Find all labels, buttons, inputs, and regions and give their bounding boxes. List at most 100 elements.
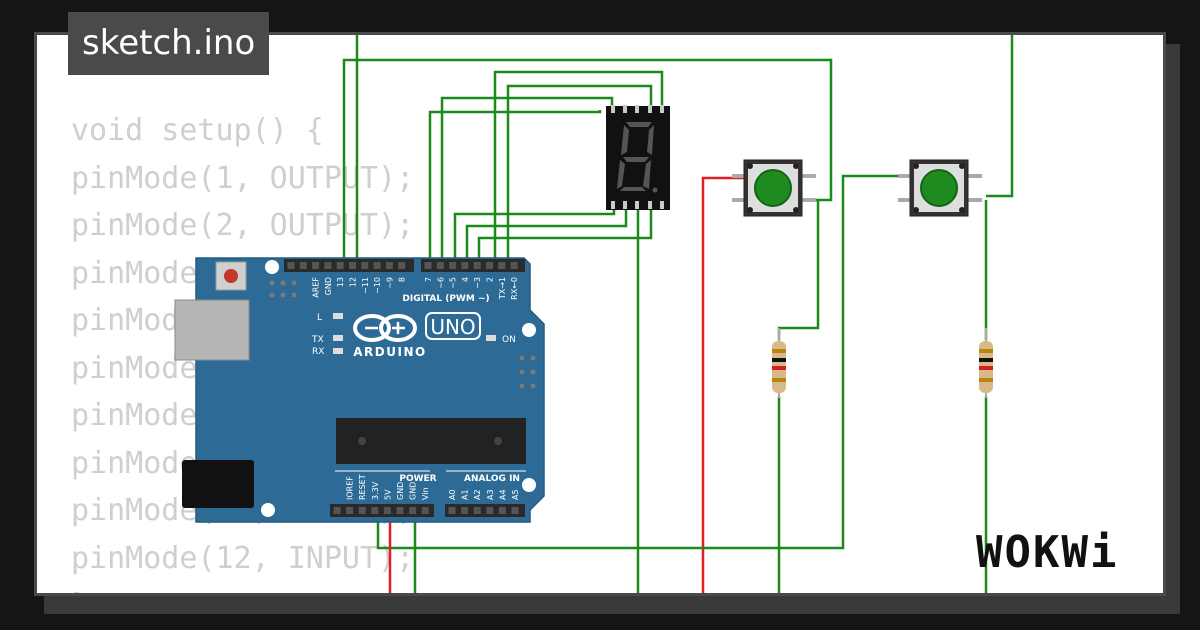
power-header-label: POWER: [399, 474, 436, 484]
resistor-right[interactable]: [979, 328, 993, 398]
header-pin[interactable]: [398, 262, 406, 269]
header-pin[interactable]: [409, 507, 417, 514]
power-pin-label: GND: [409, 482, 418, 500]
header-pin[interactable]: [486, 507, 494, 514]
analog-pin-label: A3: [486, 489, 495, 500]
power-pin-label: 3.3V: [371, 481, 380, 500]
header-pin[interactable]: [333, 507, 341, 514]
analog-pin-label: A0: [448, 489, 457, 500]
header-pin[interactable]: [421, 507, 429, 514]
header-pin[interactable]: [287, 262, 295, 269]
wire-green[interactable]: [440, 96, 614, 265]
digital-pin-label: 2: [486, 277, 495, 282]
digital-pin-label: ~10: [373, 277, 382, 294]
display-digit: 8: [0, 0, 1, 1]
header-pin[interactable]: [511, 507, 519, 514]
digital-pin-label: ~6: [436, 277, 445, 289]
header-pin[interactable]: [510, 262, 518, 269]
file-tab-title[interactable]: sketch.ino: [68, 12, 270, 75]
digital-pin-label: 4: [461, 277, 470, 282]
header-pin[interactable]: [424, 262, 432, 269]
code-line: pinMode(12, INPUT);: [71, 540, 415, 576]
digital-pin-label: 8: [398, 277, 407, 282]
code-line: pinMode(1, OUTPUT);: [71, 160, 415, 196]
digital-header[interactable]: [284, 259, 525, 272]
led-l-label: L: [317, 313, 322, 323]
wire-green[interactable]: [506, 84, 653, 265]
header-pin[interactable]: [473, 507, 481, 514]
digital-pin-label: RX←0: [510, 277, 519, 300]
wire-green[interactable]: [493, 70, 664, 265]
header-pin[interactable]: [346, 507, 354, 514]
wire-green[interactable]: [986, 30, 1014, 198]
digital-pin-label: 7: [424, 277, 433, 282]
header-pin[interactable]: [336, 262, 344, 269]
analog-pin-label: A1: [461, 489, 470, 500]
pushbutton-right[interactable]: [898, 159, 982, 217]
digital-pin-label: ~9: [385, 277, 394, 289]
header-pin[interactable]: [358, 507, 366, 514]
led-on-label: ON: [502, 335, 516, 345]
power-jack: [182, 460, 254, 508]
code-line: }: [71, 588, 89, 593]
seven-segment-display[interactable]: 8: [0, 0, 670, 210]
power-pin-label: Vin: [421, 487, 430, 500]
code-line: void setup() {: [71, 113, 324, 148]
header-pin[interactable]: [486, 262, 493, 269]
analog-pin-label: A4: [498, 489, 507, 500]
wire-green[interactable]: [428, 110, 602, 265]
digital-pin-label: 13: [336, 277, 345, 287]
header-pin[interactable]: [461, 507, 469, 514]
header-pin[interactable]: [373, 262, 381, 269]
analog-header-label: ANALOG IN: [464, 474, 520, 484]
header-pin[interactable]: [396, 507, 404, 514]
header-pin[interactable]: [448, 507, 456, 514]
segments: [617, 122, 658, 193]
wire-green[interactable]: [376, 174, 912, 550]
header-pin[interactable]: [383, 507, 391, 514]
arduino-logo: [353, 314, 417, 342]
header-pin[interactable]: [361, 262, 369, 269]
digital-pin-label: ~3: [473, 277, 482, 289]
header-pin[interactable]: [461, 262, 469, 269]
power-pin-label: 5V: [383, 489, 392, 500]
analog-pin-label: A2: [473, 489, 482, 500]
digital-pin-label: GND: [324, 277, 333, 295]
digital-pin-label: ~5: [449, 277, 458, 289]
digital-header-label: DIGITAL (PWM ~): [402, 294, 489, 304]
header-pin[interactable]: [473, 262, 481, 269]
resistor-left[interactable]: [772, 328, 786, 398]
led-rx-label: RX: [312, 347, 324, 357]
wire-green[interactable]: [777, 200, 820, 340]
wire-red[interactable]: [701, 176, 744, 630]
wokwi-logo: WOKWi: [976, 527, 1119, 578]
analog-pin-label: A5: [511, 489, 520, 500]
header-pin[interactable]: [312, 262, 320, 269]
header-pin[interactable]: [324, 262, 332, 269]
wire-green[interactable]: [477, 205, 653, 265]
pushbutton-left[interactable]: [732, 159, 816, 217]
wire-green[interactable]: [465, 205, 628, 265]
power-pin-label: RESET: [358, 474, 367, 500]
header-pin[interactable]: [449, 262, 457, 269]
code-line: pinMode(2, OUTPUT);: [71, 208, 415, 243]
header-pin[interactable]: [385, 262, 393, 269]
digital-pin-label: ~11: [361, 277, 370, 294]
header-pin[interactable]: [436, 262, 444, 269]
digital-pin-label: AREF: [312, 277, 321, 298]
header-pin[interactable]: [371, 507, 379, 514]
power-header[interactable]: [330, 504, 525, 517]
wires: [342, 30, 1014, 630]
header-pin[interactable]: [498, 507, 506, 514]
arduino-uno-board[interactable]: L TX RX ON UNO ARDUINO DIGITAL (PWM ~) P…: [174, 257, 545, 523]
board-brand-label: ARDUINO: [353, 345, 426, 359]
wire-green[interactable]: [342, 58, 833, 265]
header-pin[interactable]: [349, 262, 356, 269]
led-tx-label: TX: [311, 335, 324, 345]
usb-port: [174, 299, 250, 361]
header-pin[interactable]: [498, 262, 506, 269]
power-pin-label: IOREF: [346, 476, 355, 500]
digital-pin-label: 12: [349, 277, 358, 287]
header-pin[interactable]: [299, 262, 307, 269]
